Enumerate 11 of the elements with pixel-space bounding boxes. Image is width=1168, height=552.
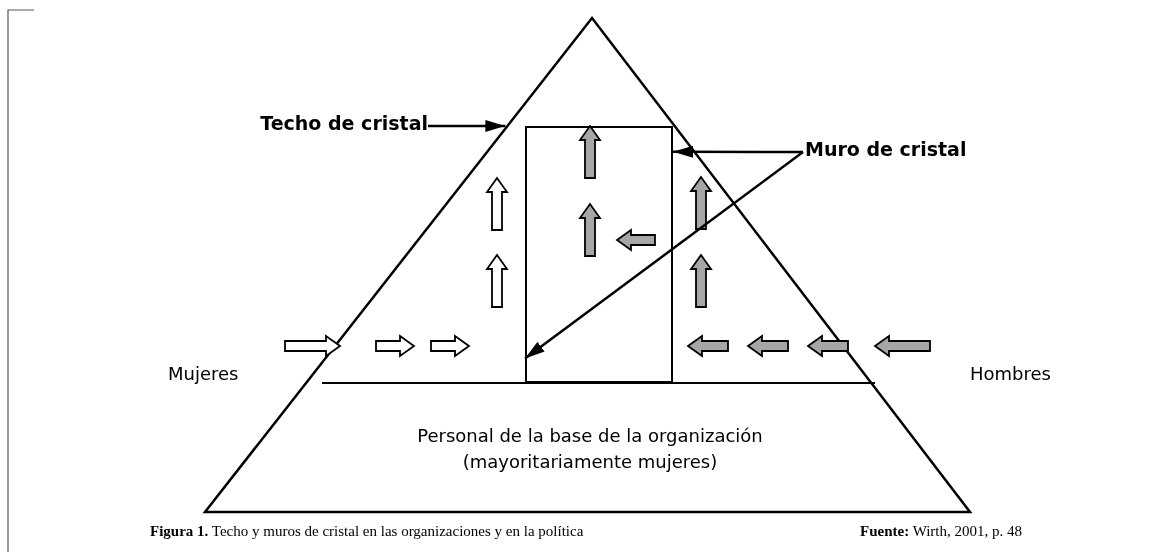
callout-text: Muro de cristal — [805, 138, 985, 166]
base-label: Personal de la base de la organización (mayoritariamente mujeres) — [416, 424, 764, 474]
rectangle-box — [525, 126, 673, 383]
arrow — [524, 151, 804, 360]
arrow — [673, 145, 803, 158]
side-label: Hombres — [970, 362, 1051, 386]
source-note: Fuente: Wirth, 2001, p. 48 — [860, 522, 1023, 541]
side-label: Mujeres — [168, 362, 239, 386]
figure-caption: Figura 1. Techo y muros de cristal en las organizaciones y en la política — [150, 522, 584, 541]
callout-text: Techo de cristal — [240, 112, 428, 140]
arrow — [428, 120, 506, 132]
